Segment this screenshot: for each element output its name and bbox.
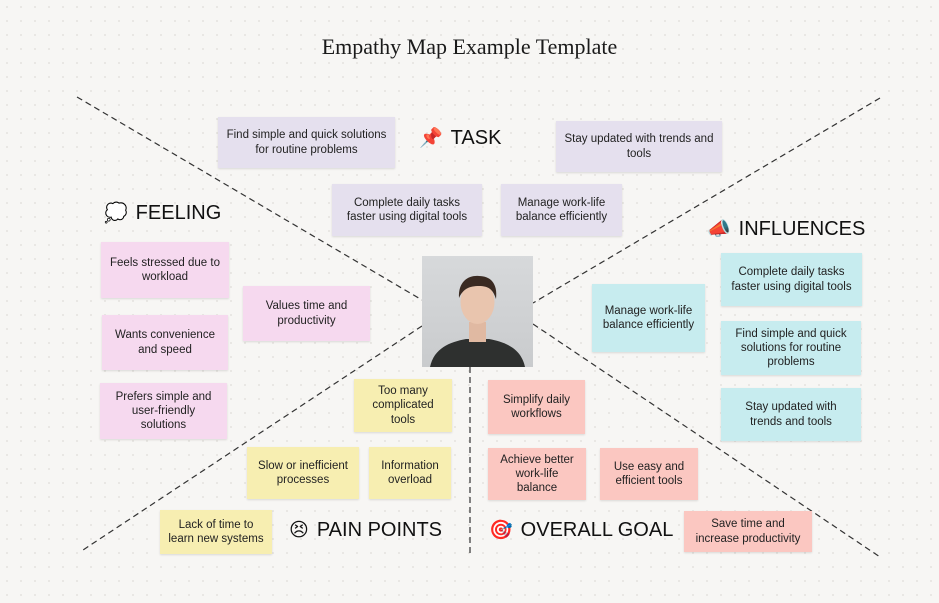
divider-top-right <box>532 97 881 304</box>
influences-label: INFLUENCES <box>738 218 866 240</box>
page-title: Empathy Map Example Template <box>321 34 618 59</box>
task-note-1[interactable]: Find simple and quick solutions for rout… <box>218 117 395 168</box>
divider-top-left <box>76 96 423 301</box>
pain-note-3[interactable]: Information overload <box>369 447 451 499</box>
pain-note-2[interactable]: Slow or inefficient processes <box>247 447 359 499</box>
pushpin-icon: 📌 <box>419 128 443 149</box>
pain-note-4[interactable]: Lack of time to learn new systems <box>160 510 272 554</box>
overall-goal-label: OVERALL GOAL <box>520 519 674 541</box>
task-note-4[interactable]: Manage work-life balance efficiently <box>501 184 622 236</box>
influences-note-1[interactable]: Complete daily tasks faster using digita… <box>721 253 862 306</box>
feeling-note-4[interactable]: Prefers simple and user-friendly solutio… <box>100 383 227 439</box>
influences-note-3[interactable]: Find simple and quick solutions for rout… <box>721 321 861 375</box>
goal-note-2[interactable]: Achieve better work-life balance <box>488 448 586 500</box>
task-note-3[interactable]: Complete daily tasks faster using digita… <box>332 184 482 236</box>
feeling-note-2[interactable]: Values time and productivity <box>243 286 370 341</box>
feeling-note-1[interactable]: Feels stressed due to workload <box>101 242 229 298</box>
person-portrait-icon <box>430 275 525 367</box>
influences-note-4[interactable]: Stay updated with trends and tools <box>721 388 861 441</box>
thought-bubble-icon: 💭 <box>104 203 128 224</box>
task-note-2[interactable]: Stay updated with trends and tools <box>556 121 722 172</box>
feeling-note-3[interactable]: Wants convenience and speed <box>102 315 228 370</box>
target-icon: 🎯 <box>489 520 513 541</box>
pain-points-label: PAIN POINTS <box>316 519 443 541</box>
task-label: TASK <box>450 127 502 149</box>
persevering-face-icon: 😣 <box>289 520 309 541</box>
influences-heading: 📣 INFLUENCES <box>707 218 865 241</box>
pain-points-heading: 😣 PAIN POINTS <box>289 519 442 542</box>
influences-note-2[interactable]: Manage work-life balance efficiently <box>592 284 705 352</box>
feeling-heading: 💭 FEELING <box>104 202 221 225</box>
feeling-label: FEELING <box>135 202 222 224</box>
goal-note-4[interactable]: Save time and increase productivity <box>684 511 812 552</box>
megaphone-icon: 📣 <box>707 219 731 240</box>
overall-goal-heading: 🎯 OVERALL GOAL <box>489 519 673 542</box>
task-heading: 📌 TASK <box>419 127 501 150</box>
persona-photo <box>422 256 533 367</box>
goal-note-3[interactable]: Use easy and efficient tools <box>600 448 698 500</box>
divider-bottom-left <box>82 325 423 551</box>
pain-note-1[interactable]: Too many complicated tools <box>354 379 452 432</box>
goal-note-1[interactable]: Simplify daily workflows <box>488 380 585 434</box>
